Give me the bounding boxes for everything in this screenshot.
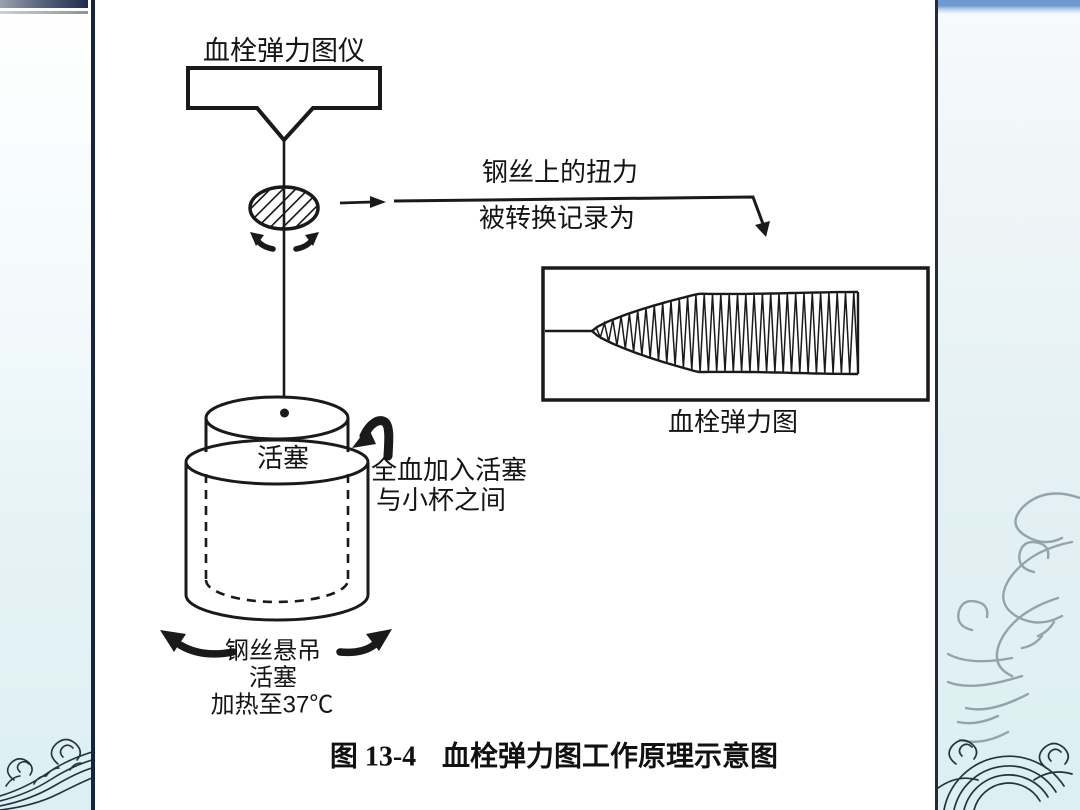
left-border-panel: [0, 0, 92, 810]
torque-label-line1: 钢丝上的扭力: [482, 157, 638, 187]
rotation-arrow-right: [293, 232, 319, 252]
oscillation-arrow-left: [160, 630, 237, 658]
left-border-waves-art: [0, 738, 92, 810]
piston-label: 活塞: [257, 443, 309, 473]
teg-zigzag-trace: [591, 291, 859, 375]
piston-hidden-dashed-arc: [204, 579, 350, 604]
left-border-line: [91, 0, 95, 810]
rotation-arrow-left: [250, 232, 276, 252]
figure-caption-title: 血栓弹力图工作原理示意图: [442, 740, 778, 773]
wire-attachment-dot: [280, 408, 289, 418]
piston-top-ellipse: [204, 395, 350, 441]
suspend-label-line1: 钢丝悬吊: [225, 638, 321, 665]
cup-bottom-arc: [184, 594, 370, 622]
left-top-navy-bar: [0, 0, 88, 8]
right-border-line: [935, 0, 938, 810]
teg-trace-box: [541, 266, 930, 402]
trace-label: 血栓弹力图: [668, 407, 798, 437]
oscillation-arrow-right: [336, 629, 392, 657]
pour-arrow: [352, 416, 394, 461]
cup-top-ellipse: [184, 438, 370, 486]
right-border-panel: [938, 0, 1080, 810]
left-top-gray-line: [0, 11, 88, 14]
recording-arrow: [393, 195, 770, 237]
suspend-label-line2: 活塞: [249, 665, 297, 692]
right-border-dragon-art: [938, 492, 1080, 810]
torque-label-line2: 被转换记录为: [479, 203, 635, 233]
add-blood-label-line2: 与小杯之间: [376, 485, 506, 515]
figure-caption-number: 图 13-4: [330, 742, 416, 773]
add-blood-label-line1: 全血加入活塞: [371, 455, 527, 485]
suspend-label-line3: 加热至37℃: [211, 692, 334, 719]
right-top-blue-bar: [938, 0, 1080, 14]
teg-envelope-top: [591, 290, 858, 332]
instrument-label: 血栓弹力图仪: [203, 36, 365, 66]
torque-arrow: [339, 196, 386, 208]
instrument-bracket-shape: [186, 66, 382, 144]
